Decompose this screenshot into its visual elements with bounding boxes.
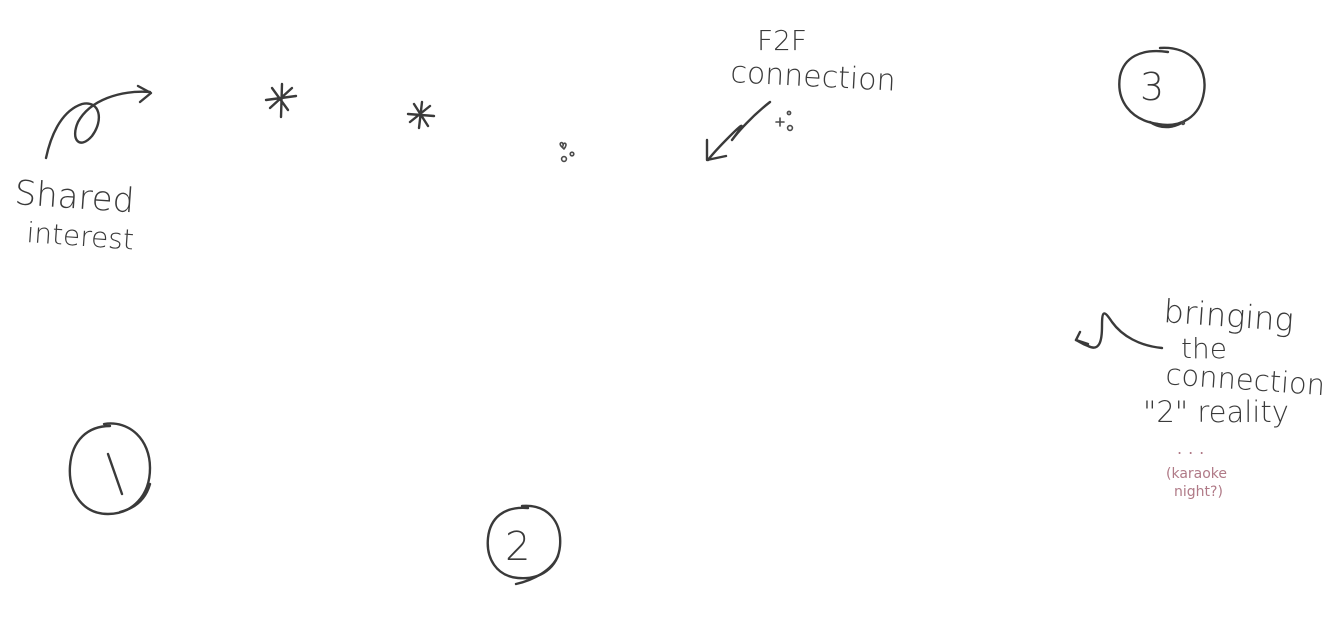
f2f-label-line1: F2F (757, 24, 807, 57)
star-icon (264, 82, 298, 119)
dot-icon (560, 155, 568, 163)
f2f-arrow (706, 100, 772, 162)
reality-arrow-head (1074, 330, 1090, 346)
f2f-arrow-head (705, 138, 728, 162)
dot-icon (1180, 120, 1186, 126)
dot-icon (786, 110, 792, 116)
step-two-circle-tail (514, 554, 560, 586)
step-two-number: 2 (505, 524, 530, 570)
heart-icon (559, 141, 567, 150)
shared-interest-label-line1: Shared (13, 173, 135, 221)
dot-icon (569, 151, 575, 157)
step-two-circle (486, 504, 562, 580)
star-icon (406, 100, 436, 130)
step-one-number (106, 452, 124, 496)
shared-interest-arrow (44, 90, 152, 160)
reality-label-line4: "2" reality (1143, 395, 1289, 429)
shared-interest-label-line2: interest (26, 216, 135, 256)
step-one-circle (68, 422, 152, 516)
reality-label-line2: the (1181, 332, 1227, 365)
sparkle-icon (775, 117, 785, 127)
f2f-label-line2: connection (730, 55, 897, 99)
karaoke-ellipsis: ... (1177, 439, 1210, 458)
shared-interest-arrow-head (136, 84, 153, 104)
step-three-circle (1118, 46, 1206, 127)
dot-icon (786, 124, 794, 132)
karaoke-label-line2: night?) (1174, 484, 1223, 500)
step-three-number: 3 (1140, 65, 1164, 109)
reality-label-line1: bringing (1162, 292, 1295, 339)
step-one-circle-tail (118, 482, 152, 514)
reality-arrow (1074, 312, 1164, 350)
karaoke-label-line1: (karaoke (1166, 466, 1227, 482)
